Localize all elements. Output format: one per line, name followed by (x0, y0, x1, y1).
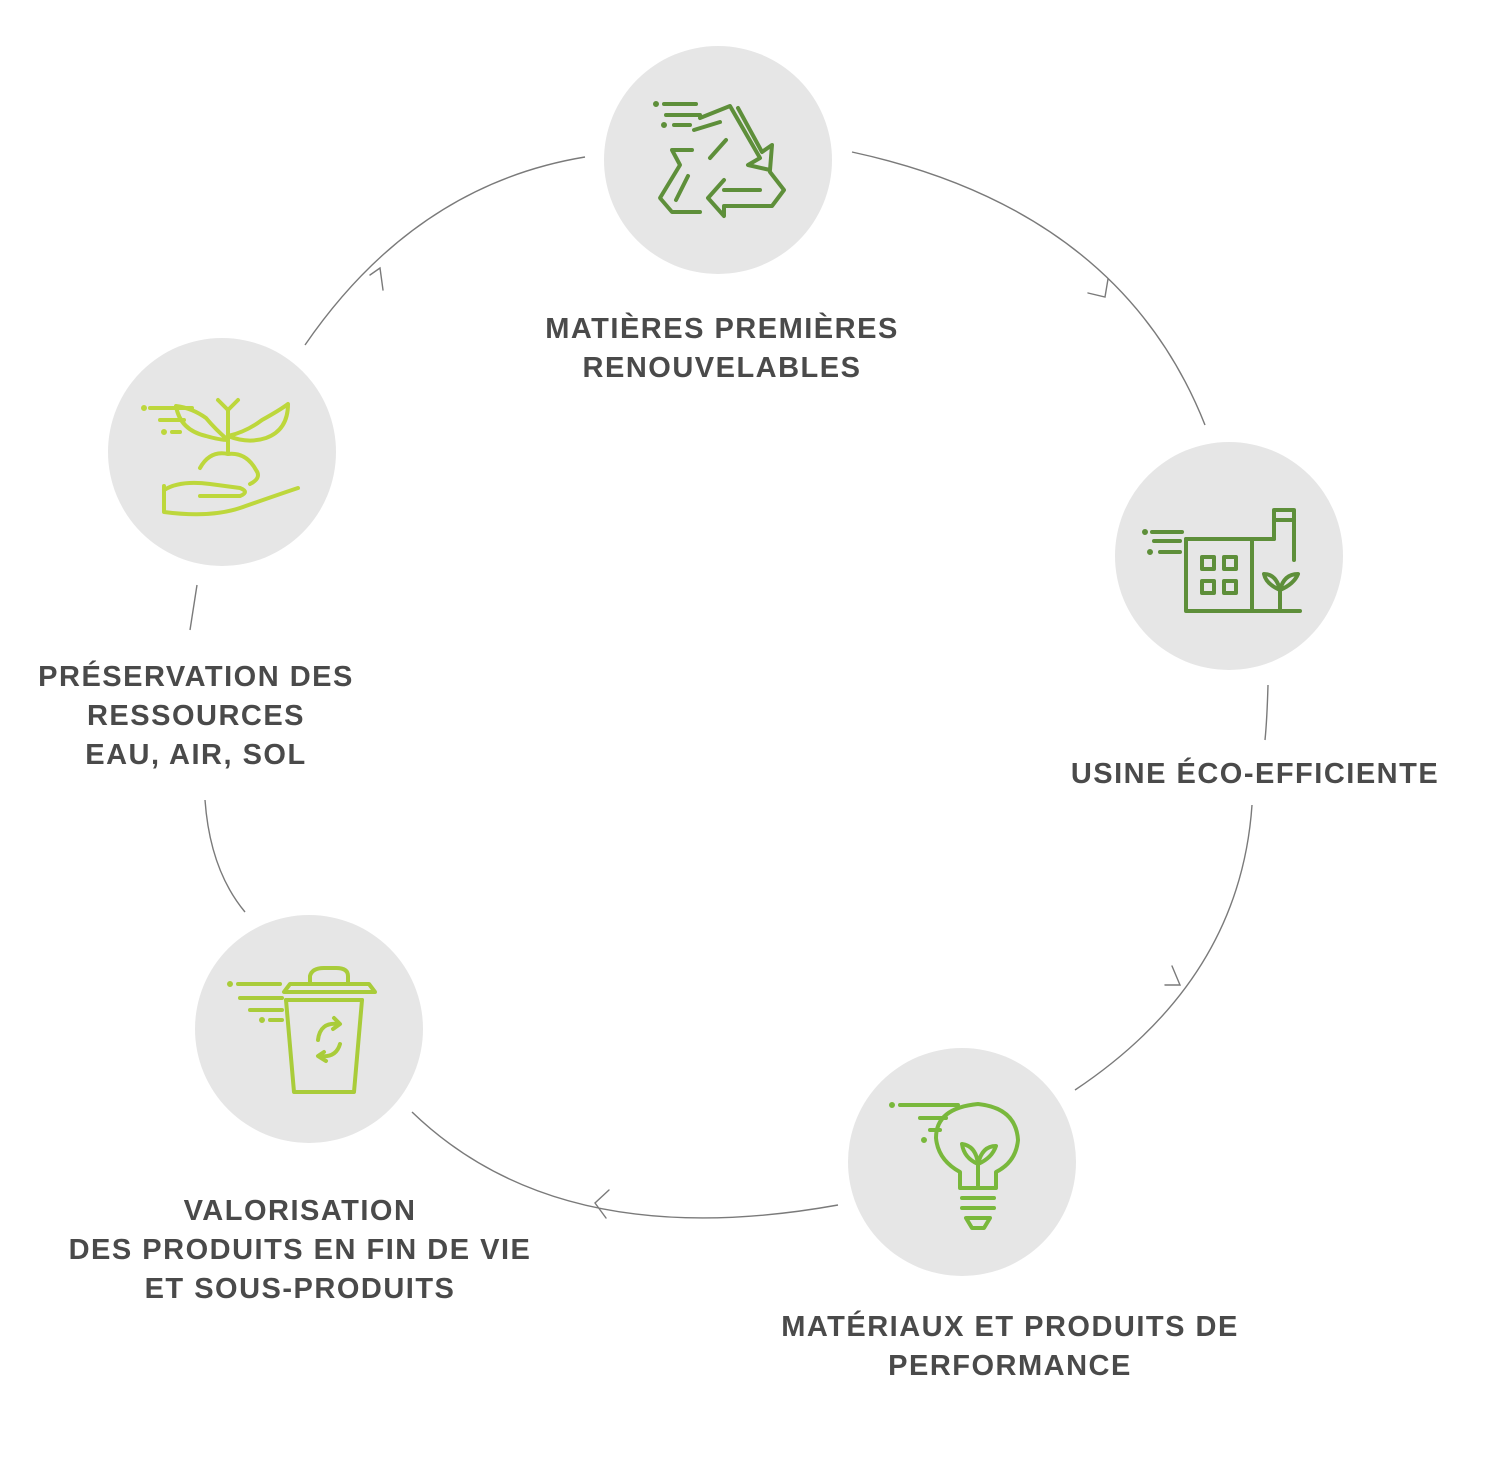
node-label-valorisation: VALORISATION DES PRODUITS EN FIN DE VIE … (40, 1192, 560, 1309)
recycling-bin-icon (227, 966, 377, 1094)
node-circle-valorisation (195, 915, 423, 1143)
label-line: ET SOUS-PRODUITS (144, 1273, 456, 1305)
connector-materiaux-valorisation (411, 1111, 839, 1219)
label-line: EAU, AIR, SOL (85, 739, 307, 771)
connector-preservation-matieres (304, 156, 586, 346)
label-line: PERFORMANCE (888, 1350, 1132, 1382)
connector-valorisation-preservation (204, 799, 246, 913)
arrow-head-2 (1164, 965, 1182, 986)
label-line: RESSOURCES (86, 700, 306, 732)
node-label-usine: USINE ÉCO-EFFICIENTE (1040, 755, 1470, 794)
label-line: MATÉRIAUX ET PRODUITS DE (781, 1311, 1239, 1343)
plant-in-hand-icon (141, 398, 300, 517)
label-line: RENOUVELABLES (582, 352, 862, 384)
node-label-preservation: PRÉSERVATION DES RESSOURCES EAU, AIR, SO… (10, 658, 382, 775)
label-line: VALORISATION (183, 1195, 417, 1227)
recycle-icon (653, 101, 786, 218)
cycle-arrows (369, 266, 1182, 1219)
label-line: DES PRODUITS EN FIN DE VIE (68, 1234, 532, 1266)
connector-usine-materiaux-lower (1074, 804, 1253, 1091)
label-line: MATIÈRES PREMIÈRES (545, 313, 899, 345)
connector-usine-materiaux (1264, 684, 1269, 741)
arrow-head-1 (1087, 278, 1109, 298)
factory-icon (1142, 508, 1302, 613)
label-line: USINE ÉCO-EFFICIENTE (1070, 758, 1440, 790)
node-label-materiaux: MATÉRIAUX ET PRODUITS DE PERFORMANCE (740, 1308, 1280, 1386)
cycle-connectors (189, 151, 1269, 1219)
node-label-matieres: MATIÈRES PREMIÈRES RENOUVELABLES (520, 310, 924, 388)
arrow-head-4 (369, 266, 384, 291)
node-circle-matieres (604, 46, 832, 274)
node-circle-materiaux (848, 1048, 1076, 1276)
lightbulb-icon (889, 1102, 1020, 1230)
connector-preservation-upper (189, 584, 198, 631)
connector-matieres-usine (851, 151, 1206, 426)
label-line: PRÉSERVATION DES (38, 661, 354, 693)
arrow-head-3 (594, 1189, 610, 1219)
